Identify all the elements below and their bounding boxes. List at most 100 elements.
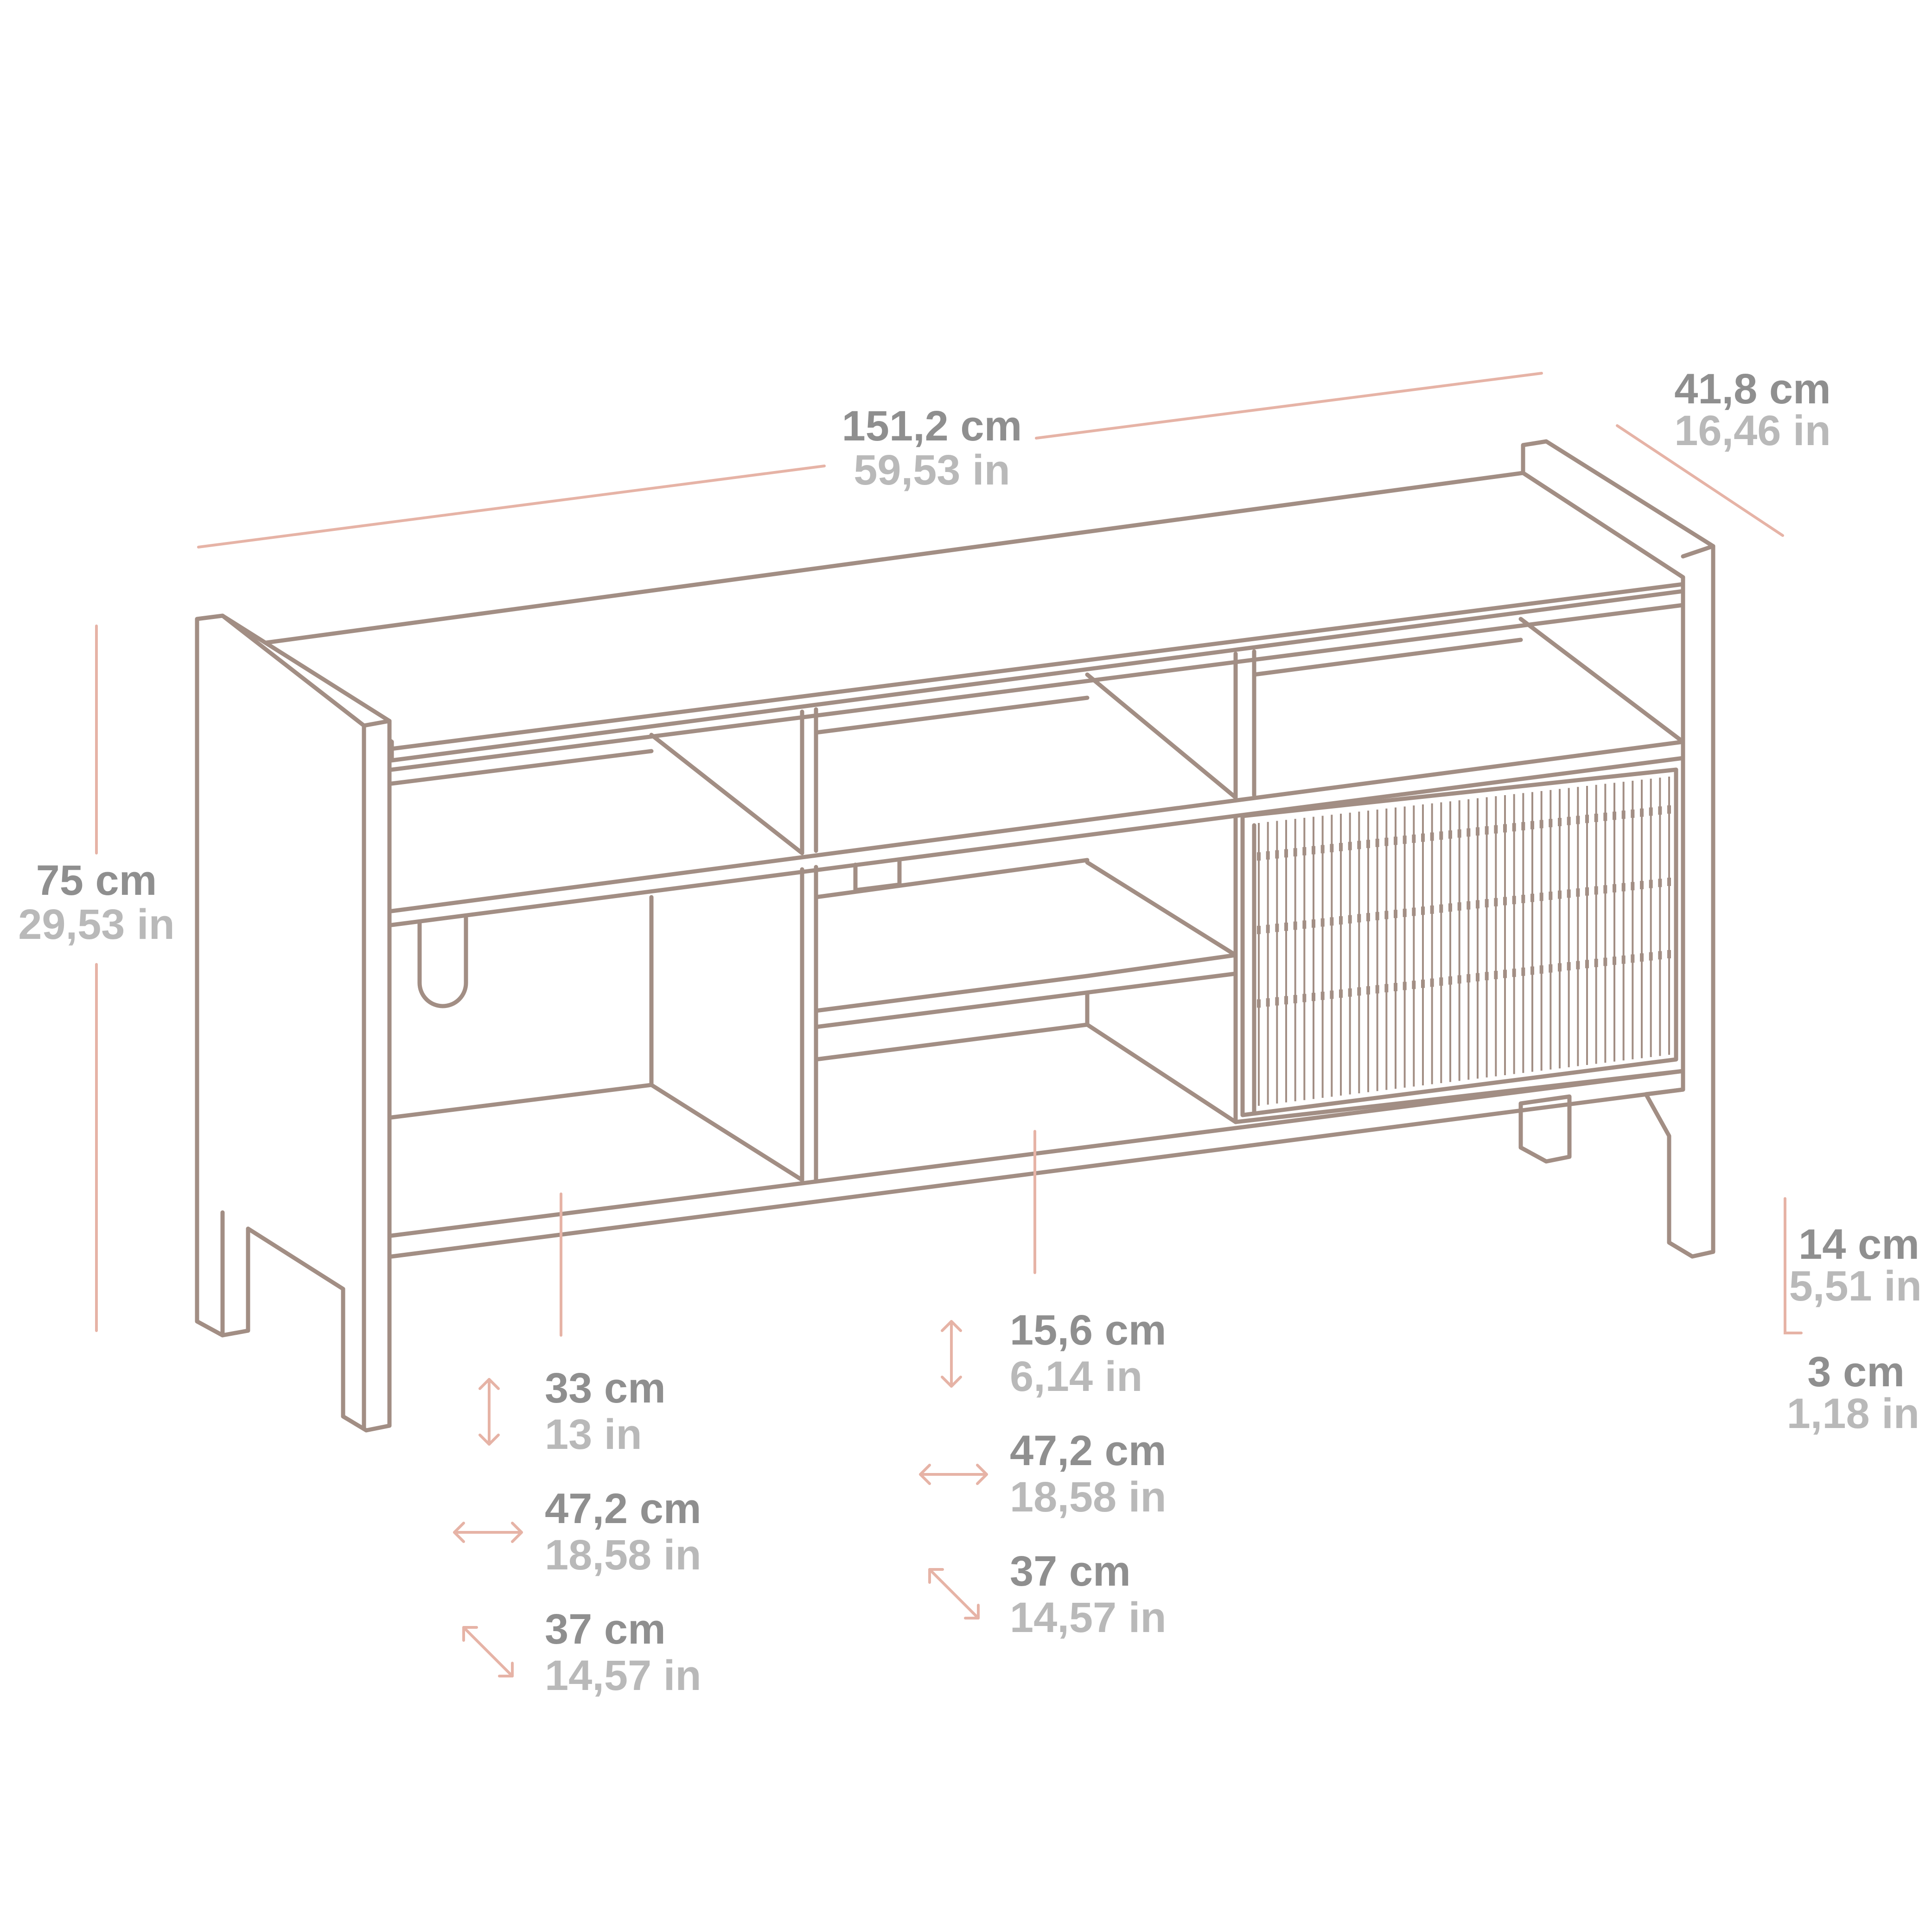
door-slat-clip — [1457, 975, 1461, 984]
door-slat-clip — [1512, 823, 1516, 832]
door-slat-clip — [1539, 820, 1543, 829]
width-label: 151,2 cm 59,53 in — [842, 402, 1022, 494]
height-label: 75 cm 29,53 in — [18, 857, 175, 948]
door-slat-clip — [1594, 958, 1598, 967]
door-slat-clip — [1293, 848, 1297, 857]
door-slat-clip — [1649, 880, 1653, 888]
door-slat-clip — [1621, 810, 1626, 819]
door-slat-clip — [1375, 838, 1379, 847]
door-slat-clip — [1457, 829, 1461, 838]
door-slat-clip — [1503, 897, 1507, 905]
door-slat-clip — [1339, 989, 1343, 998]
door-slat-clip — [1494, 825, 1498, 834]
center-divider — [800, 865, 818, 1182]
door-slat-clip — [1293, 921, 1297, 930]
door-slat-clip — [1257, 925, 1261, 934]
door-slat-clip — [1594, 813, 1598, 822]
right-panel-edge — [1681, 544, 1715, 559]
door-slat-clip — [1640, 953, 1644, 962]
door-slat-clip — [1539, 893, 1543, 901]
door-slat-clip — [1439, 977, 1443, 986]
door-slat-clip — [1257, 852, 1261, 861]
door-slat-clip — [1585, 960, 1589, 969]
left-panel-top-edge — [220, 613, 392, 1430]
door-slat-clip — [1330, 844, 1334, 853]
door-slat-clip — [1275, 850, 1279, 859]
door-slat-clip — [1302, 994, 1307, 1002]
door-slat-clip — [1603, 957, 1607, 966]
door-slat-clip — [1576, 816, 1580, 824]
shelf-line-middle — [389, 740, 1685, 927]
door-slat-clip — [1284, 849, 1288, 858]
leg-height-in-text: 5,51 in — [1789, 1262, 1922, 1310]
door-slat-clip — [1512, 969, 1516, 977]
door-slat-clip — [1384, 984, 1389, 993]
door-slat-clip — [1284, 922, 1288, 931]
door-slat-clip — [1485, 972, 1489, 981]
door-slat-clip — [1567, 889, 1571, 898]
leg-height-label: 14 cm 5,51 in — [1789, 1221, 1922, 1310]
door-slat-clip — [1631, 954, 1635, 963]
door-slat-clip — [1412, 834, 1416, 843]
middle-compartment-labels: 15,6 cm 6,14 in 47,2 cm 18,58 in 37 cm 1… — [1010, 1307, 1167, 1641]
leg-thickness-label: 3 cm 1,18 in — [1787, 1348, 1919, 1437]
door-slat-clip — [1476, 827, 1479, 836]
right-door-frame — [1233, 814, 1685, 1124]
leg-height-dimension-line — [1784, 1197, 1803, 1334]
door-slat-clip — [1530, 966, 1534, 975]
door-slat-clip — [1485, 826, 1489, 835]
depth-dimension-line — [1616, 424, 1784, 537]
door-slat-clip — [1667, 805, 1671, 814]
door-slat-clip — [1339, 842, 1343, 851]
height-cm-text: 75 cm — [36, 857, 157, 904]
width-cm-text: 151,2 cm — [842, 402, 1022, 450]
door-slat-clip — [1302, 847, 1307, 855]
door-slat-clip — [1585, 815, 1589, 823]
door-slat-clip — [1539, 965, 1543, 974]
door-slat-clip — [1640, 808, 1644, 817]
middle-depth-arrow-icon — [928, 1568, 980, 1620]
door-slat-clip — [1275, 924, 1279, 932]
height-in-text: 29,53 in — [18, 901, 175, 948]
middle-width-cm-text: 47,2 cm — [1010, 1427, 1167, 1474]
door-slats — [1257, 777, 1671, 1106]
depth-in-text: 16,46 in — [1674, 407, 1831, 454]
door-slat-clip — [1357, 841, 1361, 849]
door-slat-clip — [1348, 988, 1352, 997]
middle-depth-cm-text: 37 cm — [1010, 1548, 1131, 1595]
door-slat-clip — [1394, 982, 1397, 991]
door-slat-clip — [1266, 851, 1270, 860]
door-slat-clip — [1275, 997, 1279, 1006]
left-height-in-text: 13 in — [545, 1411, 642, 1458]
door-slat-clip — [1366, 913, 1370, 922]
door-slat-clip — [1421, 833, 1425, 842]
door-slat-clip — [1621, 955, 1626, 964]
left-height-arrow-icon — [478, 1378, 500, 1446]
door-slat-clip — [1421, 979, 1425, 988]
door-slat-clip — [1503, 969, 1507, 978]
top-panel — [257, 471, 1685, 763]
door-slat-clip — [1558, 817, 1562, 826]
door-slat-clip — [1403, 982, 1407, 990]
top-row-back-shelf — [389, 638, 1523, 786]
door-slat-clip — [1667, 950, 1671, 958]
door-slat-clip — [1476, 973, 1479, 982]
leg-thickness-cm-text: 3 cm — [1807, 1348, 1905, 1396]
door-slat-clip — [1567, 816, 1571, 825]
door-slat-clip — [1357, 914, 1361, 923]
door-slat-clip — [1530, 821, 1534, 829]
door-slat-clip — [1503, 824, 1507, 833]
cable-cutout-left — [417, 916, 468, 1008]
left-depth-cm-text: 37 cm — [545, 1606, 666, 1653]
door-slat-clip — [1357, 987, 1361, 996]
door-slat-clip — [1430, 832, 1434, 841]
middle-depth-in-text: 14,57 in — [1010, 1594, 1167, 1641]
door-slat-clip — [1448, 903, 1452, 912]
door-slat-clip — [1585, 887, 1589, 896]
top-row-back-lines — [649, 617, 1685, 855]
door-slat-clip — [1330, 917, 1334, 926]
door-slat-clip — [1603, 812, 1607, 821]
door-slat-clip — [1302, 920, 1307, 929]
door-slat-clip — [1530, 893, 1534, 902]
left-side-panel — [195, 613, 392, 1433]
